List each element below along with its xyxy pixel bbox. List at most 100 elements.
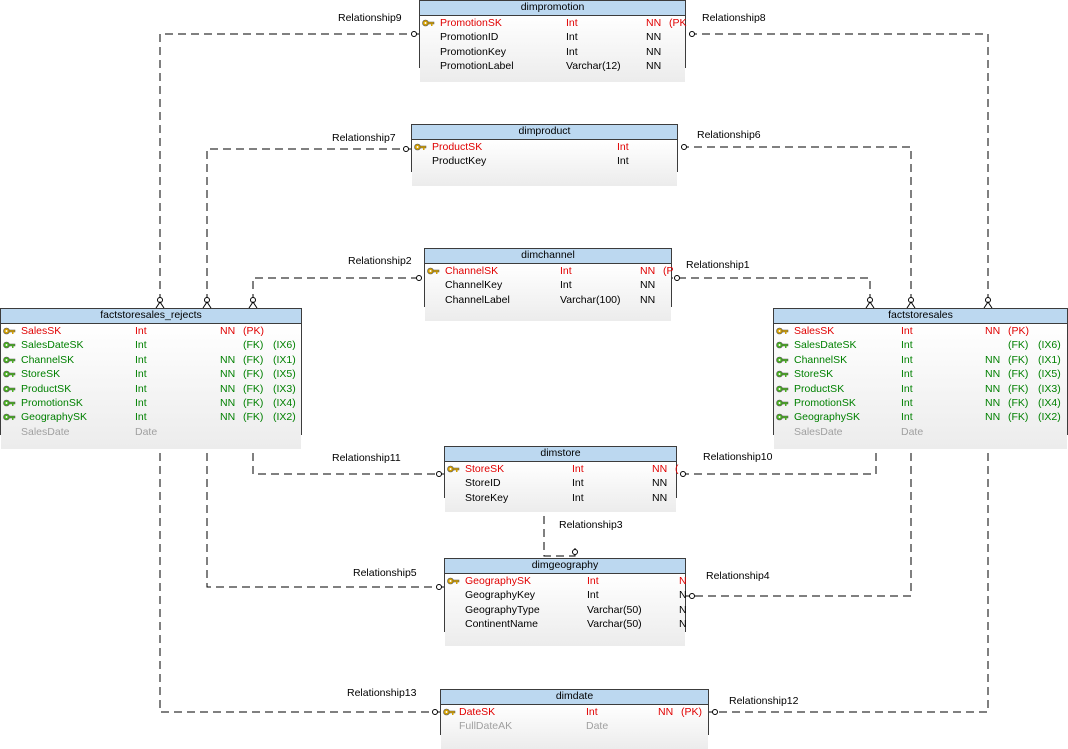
- column-type: Varchar(50): [587, 618, 642, 631]
- table-title[interactable]: dimproduct: [412, 125, 677, 140]
- relationship-marker: [572, 549, 578, 555]
- column-name: GeographyKey: [465, 589, 536, 602]
- table-title[interactable]: factstoresales: [774, 309, 1067, 324]
- relationship4-line: [686, 440, 912, 597]
- relationship-marker: [674, 275, 680, 281]
- relationship1-line: [671, 277, 871, 302]
- pk-key-icon: [3, 327, 16, 335]
- column-key: (PK): [1008, 325, 1029, 337]
- column-type: Int: [135, 339, 147, 352]
- column-name: StoreKey: [465, 491, 509, 504]
- relationship3-line: [543, 503, 576, 557]
- column-nullability: NN: [640, 265, 656, 277]
- column-name: ChannelKey: [445, 279, 503, 292]
- column-type: Varchar(12): [566, 60, 621, 73]
- column-type: Int: [572, 491, 584, 504]
- fk-key-icon: [776, 399, 789, 407]
- column-index: (IX4): [273, 396, 296, 409]
- column-name: GeographySK: [21, 411, 87, 424]
- column-nullability: NN: [652, 463, 668, 475]
- relationship3-label: Relationship3: [559, 519, 623, 531]
- table-title[interactable]: dimgeography: [445, 559, 685, 574]
- column-type: Int: [587, 575, 599, 587]
- column-nullability: NN: [220, 353, 236, 366]
- column-nullability: NN: [985, 353, 1001, 366]
- column-type: Int: [901, 325, 913, 337]
- table-row[interactable]: StoreKey Int NN: [445, 491, 676, 505]
- table-title[interactable]: dimchannel: [425, 249, 671, 264]
- relationship-marker: [712, 709, 718, 715]
- column-type: Int: [901, 339, 913, 352]
- column-type: Int: [901, 411, 913, 424]
- column-nullability: NN: [985, 411, 1001, 424]
- relationship8-label: Relationship8: [702, 12, 766, 24]
- column-nullability: N: [679, 618, 687, 631]
- table-title[interactable]: factstoresales_rejects: [1, 309, 301, 324]
- fk-key-icon: [776, 414, 789, 421]
- relationship6-label: Relationship6: [697, 129, 761, 141]
- relationship4-label: Relationship4: [706, 570, 770, 582]
- column-name: SalesDate: [21, 425, 70, 438]
- relationship-marker: [681, 144, 687, 150]
- column-nullability: N: [679, 603, 687, 616]
- table-title[interactable]: dimdate: [441, 690, 708, 705]
- column-key: (FK): [243, 396, 264, 409]
- column-nullability: NN: [220, 368, 236, 381]
- column-type: Varchar(100): [560, 293, 621, 306]
- relationship2-line: [252, 277, 425, 302]
- column-key: (FK): [1008, 353, 1029, 366]
- table-title[interactable]: dimpromotion: [420, 1, 685, 16]
- column-nullability: NN: [652, 491, 668, 504]
- relationship-marker: [689, 593, 695, 599]
- column-key: (PK): [243, 325, 264, 337]
- column-type: Int: [587, 589, 599, 602]
- column-type: Int: [135, 368, 147, 381]
- column-name: DateSK: [459, 706, 496, 718]
- column-nullability: NN: [646, 17, 662, 29]
- table-title[interactable]: dimstore: [445, 447, 676, 462]
- relationship10-label: Relationship10: [703, 451, 773, 463]
